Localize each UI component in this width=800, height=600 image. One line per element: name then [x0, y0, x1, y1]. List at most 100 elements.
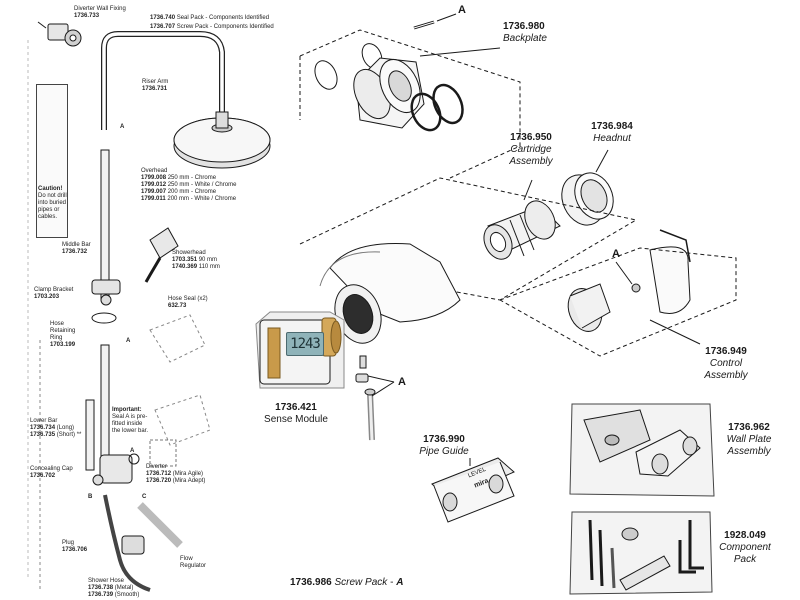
shower-hose-note-1: (Metal) [114, 585, 134, 591]
lower-bar-name: Lower Bar [30, 418, 58, 424]
wall-plate-panel [569, 403, 715, 497]
showerhead-size-1: 90 mm [198, 257, 218, 263]
overhead-size-1: 250 mm [167, 175, 190, 181]
hidden-parts-outline [39, 314, 211, 590]
wall-fixing-part [37, 21, 82, 47]
flow-regulator-name: Flow Regulator [180, 556, 207, 569]
shower-hose-code-2: 1736.739 [88, 592, 114, 598]
diverter-code-2: 1736.720 [146, 478, 172, 484]
backplate-drawing [314, 13, 501, 132]
clamp-bracket-label: Clamp Bracket 1703.203 [34, 287, 73, 301]
letter-a-2: A [126, 338, 131, 344]
middle-bar-label: Middle Bar 1736.732 [62, 242, 91, 256]
diverter-code-1: 1736.712 [146, 471, 172, 477]
seal-pack-text: Seal Pack - Components Identified [176, 15, 270, 21]
hose-connector-part [121, 535, 145, 555]
riser-arm-code: 1736.731 [142, 86, 168, 92]
backplate-code: 1736.980 [503, 21, 545, 32]
wall-fixing-code: 1736.733 [74, 13, 100, 19]
control-name-1: Control [709, 358, 743, 369]
middle-bar-code: 1736.732 [62, 249, 88, 255]
wall-fixing-name: Diverter Wall Fixing [74, 6, 126, 12]
overhead-name: Overhead [141, 168, 168, 174]
seal-pack-note: 1736.740 Seal Pack - Components Identifi… [150, 15, 269, 22]
overhead-size-2: 250 mm [167, 182, 190, 188]
shower-hose-code-1: 1736.738 [88, 585, 114, 591]
overhead-part [173, 111, 271, 169]
pipe-guide-label: 1736.990 Pipe Guide [412, 434, 476, 458]
screw-tag-body: A [398, 376, 406, 388]
hose-part [103, 494, 151, 592]
letter-a-1: A [120, 124, 125, 130]
seal-pack-code: 1736.740 [150, 15, 176, 21]
flow-regulator-part [137, 502, 183, 548]
overhead-code-4: 1799.011 [141, 196, 166, 202]
screw-tag-control: A [612, 248, 620, 260]
control-outline [499, 247, 737, 357]
wall-plate-label: 1736.962 Wall Plate Assembly [718, 422, 780, 458]
concealing-cap-code: 1736.702 [30, 473, 56, 479]
overhead-code-2: 1799.012 [141, 182, 167, 188]
shower-hose-label: Shower Hose 1736.738 (Metal) 1736.739 (S… [88, 578, 139, 599]
riser-arm-name: Riser Arm [142, 79, 169, 85]
pipe-guide-name: Pipe Guide [419, 446, 469, 457]
showerhead-name: Showerhead [172, 250, 206, 256]
clamp-bracket-part [91, 279, 121, 306]
cartridge-leader [523, 179, 533, 201]
hose-ring-code: 1703.199 [50, 342, 76, 348]
headnut-drawing [561, 149, 614, 226]
shower-hose-name: Shower Hose [88, 578, 125, 584]
screw-pack-caption: 1736.986 Screw Pack - A [290, 577, 404, 588]
pipe-guide-drawing [431, 457, 515, 523]
caution-body: Do not drill into buried pipes or cables… [38, 193, 67, 220]
component-pack-label: 1928.049 Component Pack [714, 530, 776, 566]
overhead-finish-1: Chrome [194, 175, 217, 181]
plug-name: Plug [62, 540, 75, 546]
overhead-size-3: 200 mm [167, 189, 190, 195]
riser-arm-part [101, 31, 225, 130]
caution-title: Caution! [38, 186, 63, 192]
important-title: Important: [112, 407, 142, 413]
clamp-bracket-code: 1703.203 [34, 294, 60, 300]
component-pack-code: 1928.049 [724, 530, 766, 541]
plug-label: Plug 1736.706 [62, 540, 87, 554]
important-note: Important: Seal A is pre-fitted inside t… [112, 407, 152, 435]
screw-pack-note: 1736.707 Screw Pack - Components Identif… [150, 24, 274, 31]
control-label: 1736.949 Control Assembly [696, 346, 756, 382]
overhead-code-1: 1799.008 [141, 175, 167, 181]
handset-part [144, 227, 179, 283]
showerhead-label: Showerhead 1703.351 90 mm 1740.369 110 m… [172, 250, 220, 271]
screw-tag-top: A [458, 4, 466, 16]
clamp-bracket-name: Clamp Bracket [34, 287, 74, 293]
screw-pack-caption-code: 1736.986 [290, 577, 332, 588]
screw-pack-caption-suffix: A [396, 577, 404, 588]
concealing-cap-label: Concealing Cap 1736.702 [30, 466, 73, 480]
cartridge-name-1: Cartridge [510, 144, 552, 155]
diverter-part [92, 439, 177, 486]
diverter-label: Diverter 1736.712 (Mira Agile) 1736.720 … [146, 464, 205, 485]
overhead-finish-3: Chrome [194, 189, 217, 195]
overhead-finish-2: White / Chrome [194, 182, 237, 188]
pipe-guide-code: 1736.990 [423, 434, 465, 445]
caution-note: Caution! Do not drill into buried pipes … [38, 186, 72, 221]
hose-seal-code: 632.73 [168, 303, 187, 309]
lower-bar-note-1: (Long) [56, 425, 75, 431]
overhead-code-3: 1799.007 [141, 189, 167, 195]
cartridge-name-2: Assembly [509, 156, 553, 167]
component-pack-name-1: Component [719, 542, 771, 553]
letter-b: B [88, 494, 93, 500]
headnut-code: 1736.984 [591, 121, 633, 132]
cartridge-drawing [483, 200, 561, 260]
letter-c: C [142, 494, 147, 500]
lower-bar-code-2: 1736.735 [30, 432, 56, 438]
wall-fixing-label: Diverter Wall Fixing 1736.733 [74, 6, 126, 20]
lower-bar-label: Lower Bar 1736.734 (Long) 1736.735 (Shor… [30, 418, 81, 439]
plug-code: 1736.706 [62, 547, 88, 553]
diverter-note-2: (Mira Adept) [172, 478, 206, 484]
component-pack-panel [569, 511, 713, 595]
headnut-label: 1736.984 Headnut [584, 121, 640, 145]
sense-module-display: 1243 [286, 332, 324, 356]
lower-bar-note-2: (Short) ** [56, 432, 82, 438]
headnut-name: Headnut [593, 133, 631, 144]
